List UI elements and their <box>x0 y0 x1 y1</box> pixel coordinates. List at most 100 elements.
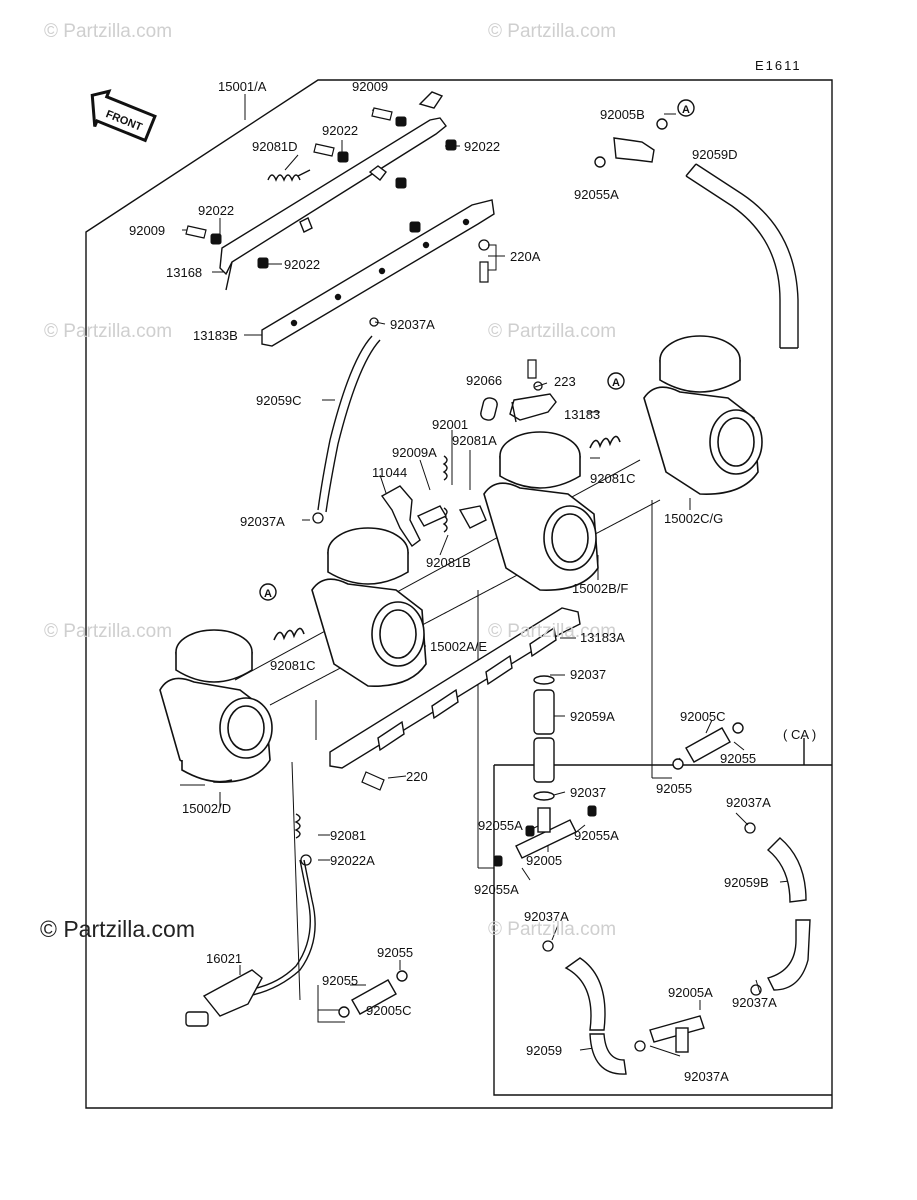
part-label: 92055 <box>656 781 693 796</box>
part-label: 92055 <box>322 973 359 988</box>
pipe-92005C-lower <box>338 970 408 1018</box>
main-frame <box>85 79 833 1109</box>
clamp <box>312 512 324 524</box>
part-label: 92037A <box>390 317 435 332</box>
part-label: 15002B/F <box>572 581 629 596</box>
part-label: 15002A/E <box>430 639 488 654</box>
ca-label: ( CA ) <box>783 727 817 742</box>
front-arrow-icon: FRONT <box>90 89 157 143</box>
screw <box>371 107 393 121</box>
part-label: 92081B <box>426 555 471 570</box>
svg-text:A: A <box>612 377 620 389</box>
part-label: 92055 <box>377 945 414 960</box>
ca-hose-92059B <box>766 837 811 991</box>
pipe-92005C <box>672 722 744 770</box>
clamp <box>533 381 543 391</box>
part-label: 92081C <box>590 471 636 486</box>
part-label: 92055A <box>574 187 619 202</box>
nut <box>445 139 457 151</box>
nut <box>395 116 407 127</box>
part-label: 92037A <box>726 795 771 810</box>
part-label: 92037 <box>570 785 607 800</box>
nut <box>587 805 597 817</box>
part-label: 223 <box>554 374 576 389</box>
part-label: 92037A <box>684 1069 729 1084</box>
part-label: 13183B <box>193 328 238 343</box>
ca-tee-92005A <box>649 1015 705 1053</box>
diagram-code: E1611 <box>755 58 802 73</box>
spring-92081B <box>442 507 448 533</box>
part-label: 92081A <box>452 433 497 448</box>
ca-hose-92059 <box>564 957 627 1075</box>
spring-92081D <box>267 169 311 182</box>
part-label: 92022 <box>464 139 501 154</box>
throttle-link <box>380 485 487 548</box>
ca-frame <box>493 738 832 1096</box>
spring-92081A <box>442 455 448 481</box>
watermark-strong: © Partzilla.com <box>40 916 195 942</box>
nut <box>395 177 407 189</box>
part-label: 92081C <box>270 658 316 673</box>
screw <box>361 771 385 791</box>
choke-lever <box>185 969 263 1027</box>
part-label: 92005C <box>680 709 726 724</box>
watermark: © Partzilla.com <box>488 21 617 42</box>
part-label: 92059D <box>692 147 738 162</box>
spring-92081C-left <box>273 627 305 641</box>
part-label: 92009 <box>352 79 389 94</box>
part-label: 92037A <box>524 909 569 924</box>
spring-92081 <box>294 813 301 839</box>
part-label: 15002/D <box>182 801 232 816</box>
ca-clamps <box>542 822 762 1052</box>
watermark: © Partzilla.com <box>488 621 617 642</box>
part-label: 15001/A <box>218 79 267 94</box>
svg-text:A: A <box>682 104 690 116</box>
part-label: 92022 <box>322 123 359 138</box>
watermark: © Partzilla.com <box>44 21 173 42</box>
svg-text:A: A <box>264 588 272 600</box>
watermark: © Partzilla.com <box>488 919 617 940</box>
part-label: 92005 <box>526 853 563 868</box>
part-label: 92037A <box>240 514 285 529</box>
part-label: 92059A <box>570 709 615 724</box>
watermark: © Partzilla.com <box>44 621 173 642</box>
part-label: 92059C <box>256 393 302 408</box>
part-label: 92009A <box>392 445 437 460</box>
choke-cable <box>245 859 316 997</box>
part-label: 220 <box>406 769 428 784</box>
clamp <box>369 317 379 327</box>
part-label: 15002C/G <box>664 511 724 526</box>
screw <box>313 143 335 157</box>
part-label: 92037 <box>570 667 607 682</box>
screw <box>527 359 537 379</box>
carburetor-15002CG <box>643 335 763 495</box>
nut <box>493 855 503 867</box>
hose-92059A <box>533 675 555 801</box>
part-label: 92066 <box>466 373 503 388</box>
part-label: 92055 <box>720 751 757 766</box>
connector-plate <box>261 199 495 347</box>
part-label: 13168 <box>166 265 203 280</box>
clamp <box>478 239 490 251</box>
part-label: 220A <box>510 249 541 264</box>
nut <box>210 233 222 245</box>
nut <box>257 257 269 269</box>
part-label: 92055A <box>478 818 523 833</box>
part-label: 13183 <box>564 407 601 422</box>
part-label: 92059B <box>724 875 769 890</box>
part-label: 92081D <box>252 139 298 154</box>
watermark: © Partzilla.com <box>44 321 173 342</box>
part-label: 92009 <box>129 223 166 238</box>
part-label: 16021 <box>206 951 243 966</box>
part-label: 92022A <box>330 853 375 868</box>
nut <box>525 825 535 837</box>
bracket-13183 <box>509 393 557 423</box>
part-label: 92037A <box>732 995 777 1010</box>
cap-92066 <box>480 397 498 421</box>
part-label: 92055A <box>474 882 519 897</box>
watermark: © Partzilla.com <box>488 321 617 342</box>
clamp <box>300 854 312 866</box>
part-label: 92081 <box>330 828 367 843</box>
fitting-92005B <box>594 118 668 168</box>
